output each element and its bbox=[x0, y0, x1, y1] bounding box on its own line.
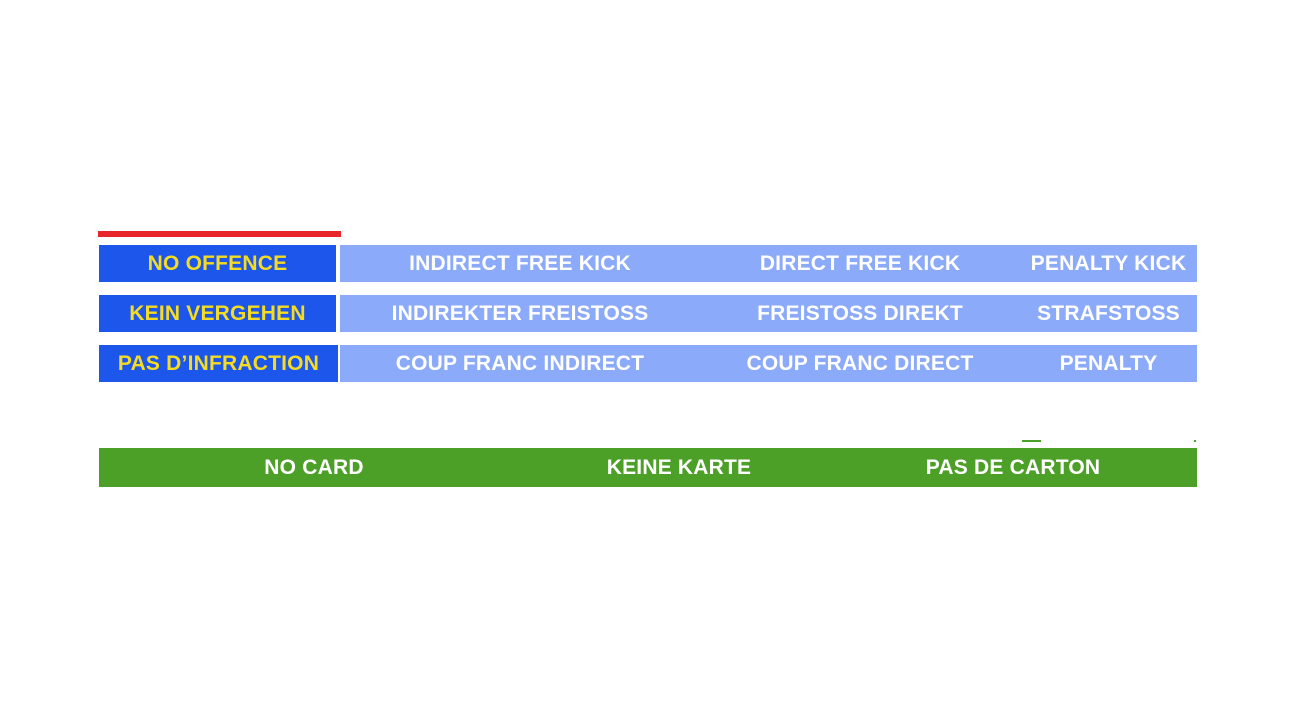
offence-row-german: KEIN VERGEHEN INDIREKTER FREISTOSS FREIS… bbox=[99, 295, 1197, 332]
no-offence-label-text-english: NO OFFENCE bbox=[147, 252, 288, 275]
offence-option-direct-free-kick-german[interactable]: FREISTOSS DIREKT bbox=[757, 302, 963, 325]
offence-option-indirect-free-kick-english[interactable]: INDIRECT FREE KICK bbox=[409, 252, 631, 275]
no-card-bar: NO CARD KEINE KARTE PAS DE CARTON bbox=[99, 448, 1197, 487]
no-offence-label-text-french: PAS D’INFRACTION bbox=[117, 352, 320, 375]
green-dash-mark bbox=[1022, 440, 1041, 442]
offence-option-indirect-free-kick-german[interactable]: INDIREKTER FREISTOSS bbox=[391, 302, 649, 325]
offence-option-penalty-kick-english[interactable]: PENALTY KICK bbox=[1030, 252, 1187, 275]
no-card-label-german[interactable]: KEINE KARTE bbox=[606, 456, 752, 479]
offence-option-direct-free-kick-french[interactable]: COUP FRANC DIRECT bbox=[746, 352, 974, 375]
offence-option-penalty-kick-french[interactable]: PENALTY bbox=[1059, 352, 1158, 375]
red-accent-rule bbox=[98, 231, 341, 237]
no-offence-label-box-french[interactable]: PAS D’INFRACTION bbox=[99, 345, 338, 382]
offence-row-french: PAS D’INFRACTION COUP FRANC INDIRECT COU… bbox=[99, 345, 1197, 382]
no-offence-label-box-english[interactable]: NO OFFENCE bbox=[99, 245, 336, 282]
no-offence-label-box-german[interactable]: KEIN VERGEHEN bbox=[99, 295, 336, 332]
offence-options-band-english: INDIRECT FREE KICK DIRECT FREE KICK PENA… bbox=[340, 245, 1197, 282]
no-card-label-english[interactable]: NO CARD bbox=[264, 456, 364, 479]
green-dot-mark bbox=[1194, 440, 1196, 442]
offence-row-english: NO OFFENCE INDIRECT FREE KICK DIRECT FRE… bbox=[99, 245, 1197, 282]
no-card-label-french[interactable]: PAS DE CARTON bbox=[925, 456, 1101, 479]
offence-option-indirect-free-kick-french[interactable]: COUP FRANC INDIRECT bbox=[395, 352, 645, 375]
offence-options-band-french: COUP FRANC INDIRECT COUP FRANC DIRECT PE… bbox=[340, 345, 1197, 382]
offence-option-direct-free-kick-english[interactable]: DIRECT FREE KICK bbox=[759, 252, 961, 275]
offence-option-penalty-kick-german[interactable]: STRAFSTOSS bbox=[1037, 302, 1180, 325]
no-offence-label-text-german: KEIN VERGEHEN bbox=[129, 302, 306, 325]
offence-options-band-german: INDIREKTER FREISTOSS FREISTOSS DIREKT ST… bbox=[340, 295, 1197, 332]
